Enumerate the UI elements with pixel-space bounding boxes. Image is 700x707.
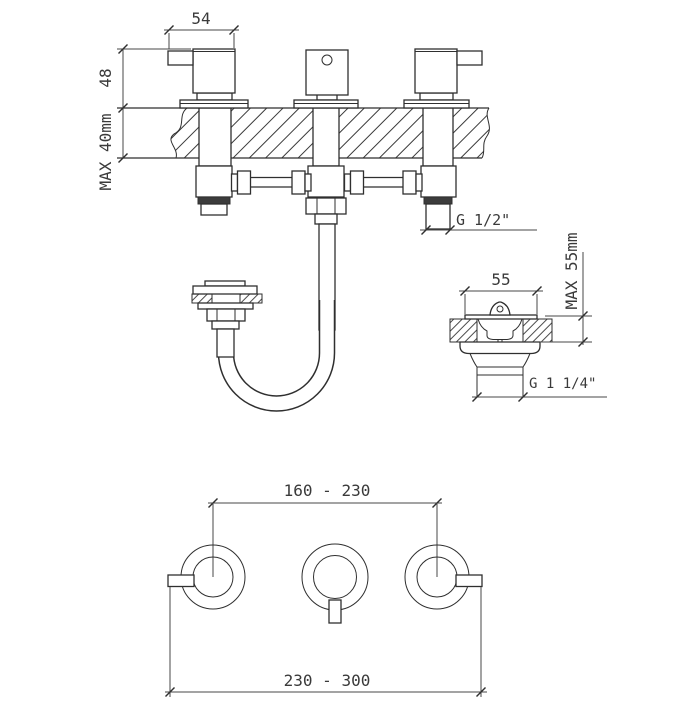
g114-label: G 1 1/4" <box>529 376 596 392</box>
waste-cap <box>192 285 258 295</box>
dim-48-label: 48 <box>96 68 115 87</box>
left-valve-tee <box>195 165 233 198</box>
flex-hose <box>219 300 334 411</box>
plan-view: 160 - 230 230 - 300 <box>165 481 487 697</box>
pipe-nut <box>349 170 365 195</box>
waste-section-view: 55 G 1 1/4" MAX 55mm <box>449 232 607 402</box>
dim-tick <box>518 392 528 402</box>
left-valve-neck <box>196 92 233 101</box>
dim-overall-label: 230 - 300 <box>284 671 371 690</box>
popup-knob-hole <box>496 305 504 313</box>
right-valve-lever <box>456 50 483 66</box>
left-valve-body <box>192 48 236 94</box>
popup-waste-front-view <box>191 280 263 358</box>
popup-knob <box>489 301 511 316</box>
dim-tick <box>578 311 588 321</box>
pipe-nut <box>402 170 417 195</box>
spout-hex-nut <box>305 197 347 215</box>
plan-left-handle <box>167 544 246 610</box>
right-valve-washer <box>423 196 453 205</box>
spout-unit <box>217 49 359 412</box>
right-valve-neck <box>419 92 454 101</box>
plan-spout <box>301 543 369 624</box>
spout-shank <box>312 107 340 167</box>
spout-inner-circle <box>313 555 357 599</box>
dim-spacing-label: 160 - 230 <box>284 481 371 500</box>
waste-locknut <box>206 308 246 322</box>
dim-55-label: 55 <box>491 270 510 289</box>
waste-body-flange <box>459 341 541 355</box>
dim-54: 54 <box>164 9 239 49</box>
spout-tee <box>307 165 345 198</box>
spout-coupling <box>314 213 338 225</box>
pipe-nut <box>236 170 252 195</box>
waste-bowl <box>477 318 523 340</box>
countertop-hatch <box>231 108 313 158</box>
pipe-collar <box>415 173 423 192</box>
g114-callout: G 1 1/4" <box>472 376 607 402</box>
dim-tick <box>229 25 239 35</box>
dim-max55-label: MAX 55mm <box>562 232 581 309</box>
waste-cap-top <box>204 280 246 287</box>
waste-body-taper <box>522 353 531 368</box>
supply-pipes <box>230 170 423 195</box>
left-valve-shank <box>198 107 232 167</box>
pipe-nut <box>291 170 306 195</box>
waste-flange <box>197 302 254 310</box>
dim-tick <box>476 687 486 697</box>
g12-callout: G 1/2" <box>420 211 537 235</box>
waste-coupling <box>211 320 240 330</box>
spout-aerator-hole <box>321 54 333 66</box>
right-valve-tee <box>420 165 457 198</box>
handle-lever <box>167 574 195 588</box>
countertop-hatch <box>339 108 423 158</box>
counter-hatch <box>522 318 553 343</box>
dim-tick <box>165 687 175 697</box>
counter-hatch <box>449 318 478 343</box>
dim-48-and-max40: 48 MAX 40mm <box>96 44 191 191</box>
pipe-collar <box>343 173 352 192</box>
countertop-hatch <box>453 108 490 158</box>
basin-hatch <box>239 293 263 304</box>
left-valve-inlet <box>200 203 228 216</box>
waste-body-taper <box>469 353 478 368</box>
basin-hatch <box>191 293 213 304</box>
left-valve <box>167 48 249 216</box>
dim-tick <box>460 286 470 296</box>
dim-55: 55 <box>459 270 543 314</box>
countertop-break-right <box>481 107 490 159</box>
dim-tick <box>472 392 482 402</box>
pipe-collar <box>230 173 239 192</box>
countertop-break-left <box>170 107 188 159</box>
handle-lever <box>455 574 483 588</box>
dim-max40-label: MAX 40mm <box>96 113 115 190</box>
dim-tick <box>445 225 455 235</box>
plan-right-handle <box>404 544 483 610</box>
left-valve-lever <box>167 50 194 66</box>
right-valve-shank <box>422 107 454 167</box>
right-valve-inlet <box>425 203 451 230</box>
spout-body <box>305 49 349 96</box>
dim-hole-spacing: 160 - 230 <box>208 481 442 577</box>
dim-overall-width: 230 - 300 <box>165 587 487 697</box>
pipe-collar <box>304 173 312 192</box>
dim-tick <box>532 286 542 296</box>
dim-max55: MAX 55mm <box>540 232 592 347</box>
dim-tick <box>421 225 431 235</box>
waste-tailpiece <box>216 328 235 358</box>
spout-stub <box>328 599 342 624</box>
right-valve-body <box>414 48 458 94</box>
countertop-hatch <box>170 108 199 158</box>
left-valve-washer <box>197 196 231 205</box>
dim-54-label: 54 <box>191 9 210 28</box>
g12-label: G 1/2" <box>456 211 510 229</box>
dim-tick <box>118 44 128 54</box>
dim-tick <box>164 25 174 35</box>
dim-tick <box>578 337 588 347</box>
section-view: 54 48 MAX 40mm <box>96 9 537 412</box>
